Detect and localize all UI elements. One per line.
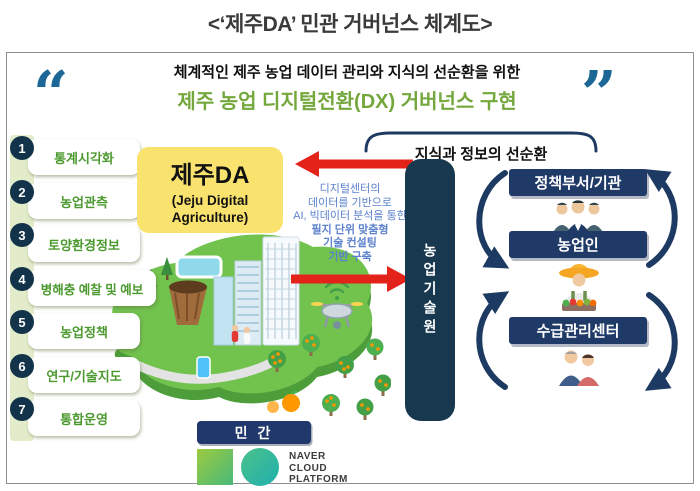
open-quote-icon: “	[33, 57, 69, 130]
item-number-badge: 5	[10, 310, 34, 334]
orange-tree-icon	[268, 350, 286, 372]
city-buildings	[213, 236, 300, 346]
jeju-da-title: 제주DA	[170, 161, 250, 189]
dx-description: 디지털센터의 데이터를 기반으로 AI, 빅데이터 분석을 통한 필지 단위 맞…	[285, 183, 415, 264]
arrow-left-bottom	[476, 291, 510, 390]
orange-tree-icon	[302, 334, 320, 356]
farmer-icon	[559, 264, 599, 311]
orange-tree-icon	[356, 398, 374, 420]
orange-tree-icon	[322, 394, 340, 416]
sidebar-item-7: 7 통합운영	[7, 397, 167, 440]
entity-card-supply: 수급관리센터	[509, 317, 647, 344]
person-figure	[243, 326, 251, 344]
desc-line-2: 데이터를 기반으로	[307, 196, 392, 209]
naver-logo-circle	[241, 448, 279, 486]
red-arrow-right-icon	[291, 266, 411, 292]
close-quote-icon: ”	[581, 57, 617, 130]
pine-tree-icon	[161, 257, 173, 280]
desc-line-5: 기술 컨설팅	[323, 237, 377, 249]
orange-tree-icon	[366, 338, 384, 360]
cycle-arrows	[476, 169, 678, 391]
smartphone-icon	[196, 356, 211, 379]
hallasan-crater	[169, 280, 207, 325]
desc-line-6: 기반 구축	[328, 250, 372, 263]
arrow-right-top	[644, 169, 678, 268]
entity-card-policy: 정책부서/기관	[509, 169, 647, 196]
drone-icon	[311, 280, 363, 329]
sidebar-item-label: 통계시각화	[28, 139, 140, 175]
item-number-badge: 3	[10, 223, 34, 247]
sidebar-item-6: 6 연구/기술지도	[7, 354, 167, 397]
private-sector-badge: 민 간	[197, 421, 311, 444]
jeju-da-subtitle: (Jeju Digital Agriculture)	[171, 192, 249, 225]
naver-logo-line-2: CLOUD	[289, 462, 328, 474]
naver-logo-line-1: NAVER	[289, 451, 326, 462]
sidebar-item-label: 통합운영	[28, 400, 140, 436]
sidebar-item-2: 2 농업관측	[7, 180, 167, 223]
red-arrow-left-icon	[295, 151, 413, 177]
item-number-badge: 6	[10, 354, 34, 378]
sidebar-item-4: 4 병해충 예찰 및 예보	[7, 267, 167, 310]
desc-line-3: AI, 빅데이터 분석을 통한	[293, 210, 407, 222]
officials-icon	[552, 200, 604, 234]
sidebar-item-5: 5 농업정책	[7, 310, 167, 353]
item-number-badge: 1	[10, 136, 34, 160]
diagram-frame: “ ” 체계적인 제주 농업 데이터 관리와 지식의 선순환을 위한 제주 농업…	[6, 52, 694, 486]
jeju-island-illustration	[110, 234, 391, 420]
desc-line-1: 디지털센터의	[319, 183, 381, 195]
sidebar-item-label: 농업정책	[28, 313, 140, 349]
sidebar-item-label: 토양환경정보	[28, 226, 140, 262]
desc-line-4: 필지 단위 맞춤형	[311, 223, 389, 236]
agri-tech-institute-label: 농업기술원	[422, 242, 438, 338]
road	[132, 352, 286, 384]
sidebar-item-label: 병해충 예찰 및 예보	[28, 270, 156, 306]
sidebar-item-1: 1 통계시각화	[7, 136, 167, 179]
person-figure	[231, 324, 239, 342]
people-icon	[559, 350, 599, 386]
naver-logo-text: NAVER CLOUD PLATFORM	[289, 451, 348, 486]
knowledge-cycle-bracket	[364, 131, 598, 153]
orange-tree-icon	[374, 374, 391, 396]
item-number-badge: 2	[10, 180, 34, 204]
knowledge-cycle-title: 지식과 정보의 선순환	[414, 146, 548, 163]
pool	[175, 255, 223, 279]
orange-tree-icon	[336, 356, 354, 378]
entity-card-farmer: 농업인	[509, 231, 647, 258]
tangerine-icon	[282, 390, 300, 412]
jeju-da-card: 제주DA (Jeju Digital Agriculture)	[137, 147, 283, 233]
naver-logo-square	[197, 449, 233, 485]
arrow-right-bottom	[644, 292, 678, 391]
tangerine-slice-icon	[267, 401, 279, 413]
sidebar-item-label: 농업관측	[28, 183, 140, 219]
sidebar-item-3: 3 토양환경정보	[7, 223, 167, 266]
arrow-left-top	[476, 170, 510, 269]
naver-logo-line-3: PLATFORM	[289, 474, 348, 485]
agri-tech-institute-bar: 농업기술원	[405, 159, 455, 421]
quote-line-2: 제주 농업 디지털전환(DX) 거버넌스 구현	[177, 91, 517, 113]
page-title: <‘제주DA’ 민관 거버넌스 체계도>	[207, 13, 493, 36]
quote-line-1: 체계적인 제주 농업 데이터 관리와 지식의 선순환을 위한	[173, 64, 521, 81]
item-number-badge: 4	[10, 267, 34, 291]
quote-header: 체계적인 제주 농업 데이터 관리와 지식의 선순환을 위한 제주 농업 디지털…	[87, 61, 607, 114]
sidebar-item-label: 연구/기술지도	[28, 357, 140, 393]
item-number-badge: 7	[10, 397, 34, 421]
